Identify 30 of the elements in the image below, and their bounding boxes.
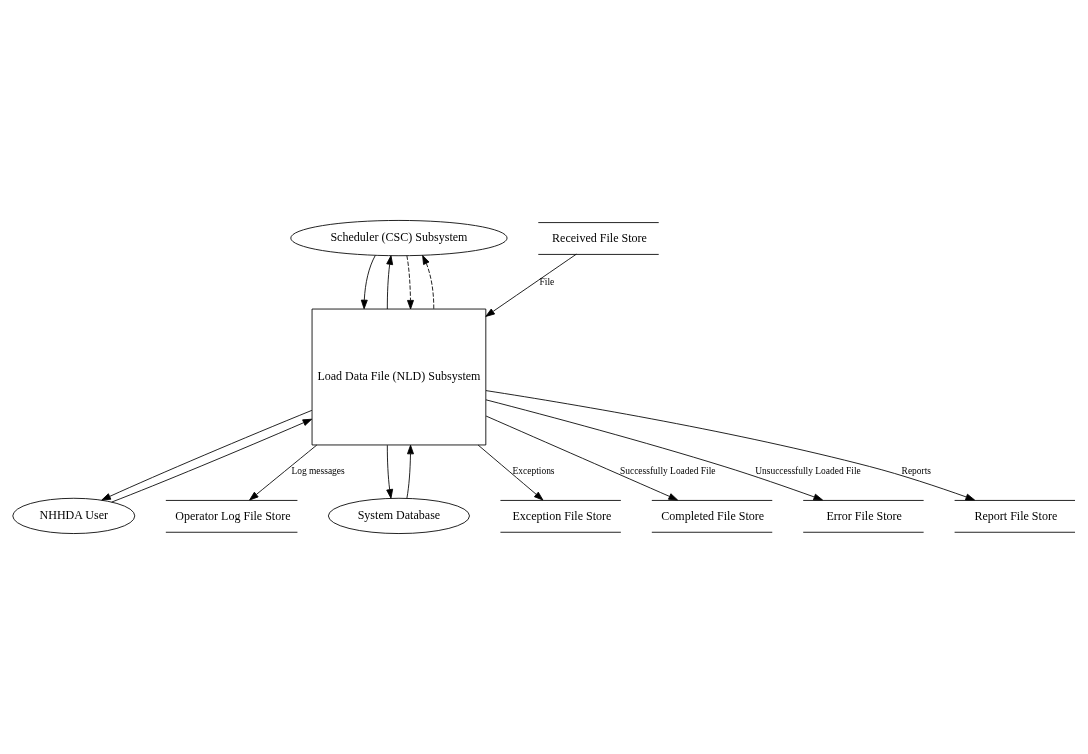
node-ellipse: Scheduler (CSC) Subsystem bbox=[290, 220, 508, 257]
node-text: Received File Store bbox=[552, 230, 647, 245]
node-text: Exception File Store bbox=[512, 508, 612, 523]
arrow bbox=[485, 415, 678, 501]
arrow bbox=[477, 444, 544, 501]
arrow bbox=[422, 255, 435, 310]
edge-label: Reports bbox=[901, 466, 932, 477]
edge-label: Unsuccessfully Loaded File bbox=[755, 466, 861, 477]
edge-label: Successfully Loaded File bbox=[619, 466, 716, 477]
arrow bbox=[386, 255, 394, 310]
edge-label: File bbox=[539, 276, 555, 287]
node-text: Error File Store bbox=[826, 508, 902, 523]
node-ellipse: NHHDA User bbox=[12, 497, 136, 534]
edge-label: Exceptions bbox=[512, 466, 555, 477]
arrow bbox=[360, 255, 376, 310]
arrow bbox=[485, 390, 975, 501]
arrow bbox=[406, 255, 414, 310]
arrow bbox=[249, 444, 318, 501]
arrow bbox=[485, 253, 577, 317]
node-text: Operator Log File Store bbox=[175, 508, 291, 523]
arrow bbox=[386, 444, 394, 499]
node-ellipse: System Database bbox=[327, 497, 470, 534]
node-text: Completed File Store bbox=[661, 508, 765, 523]
edge-label: Log messages bbox=[291, 466, 345, 477]
node-box: Load Data File (NLD) Subsystem bbox=[311, 308, 487, 446]
node-text: Report File Store bbox=[974, 508, 1058, 523]
arrow bbox=[111, 418, 313, 503]
arrow bbox=[485, 399, 823, 501]
arrow bbox=[101, 409, 313, 501]
arrow bbox=[406, 444, 414, 499]
